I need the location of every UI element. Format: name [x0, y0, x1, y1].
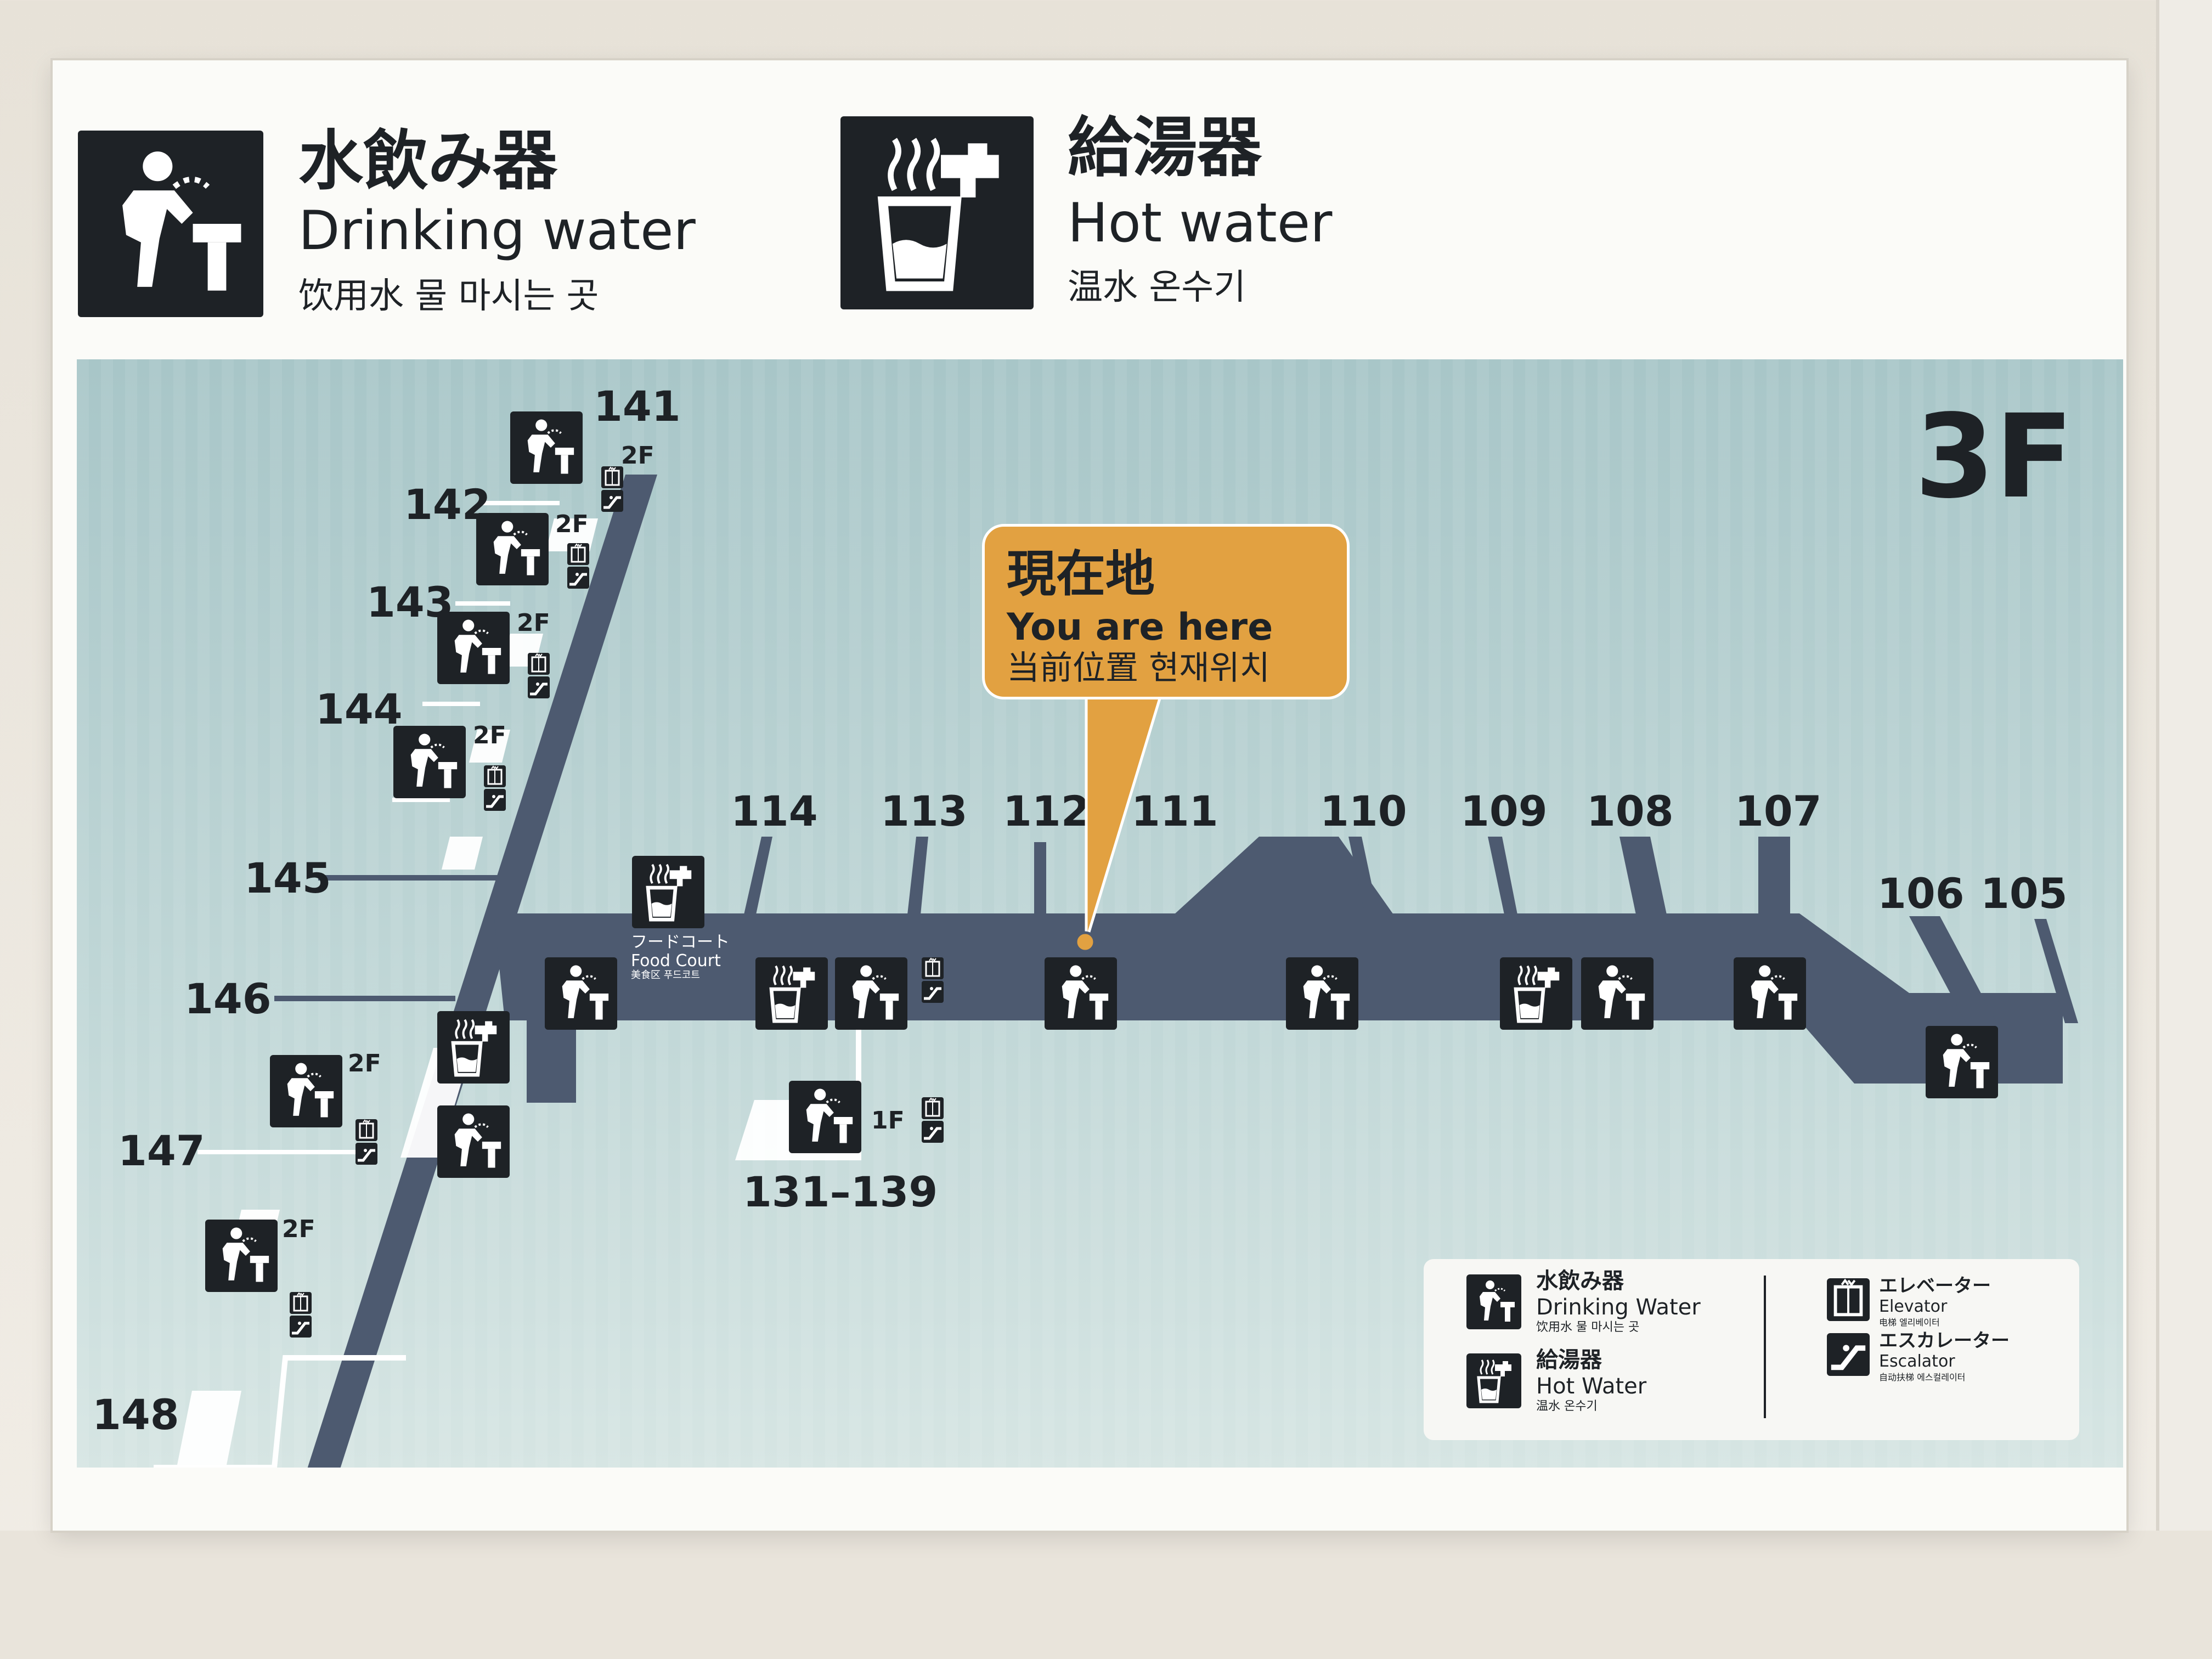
- drinking-fountain-icon: [1466, 1274, 1521, 1329]
- drinking-fountain-icon: [1286, 957, 1358, 1030]
- drinking-fountain-icon: [1581, 957, 1654, 1030]
- floor-tag-2f: 2F: [517, 609, 550, 637]
- escalator-icon: [528, 676, 550, 698]
- legend-hot-ja: 給湯器: [1536, 1347, 1602, 1373]
- drinking-fountain-icon: [393, 726, 466, 798]
- drinking-fountain-icon: [476, 513, 549, 585]
- you-are-here-en: You are here: [1007, 606, 1273, 649]
- floor-tag-2f: 2F: [282, 1215, 315, 1243]
- drinking-fountain-icon: [1045, 957, 1117, 1030]
- elevator-icon: [528, 653, 550, 675]
- escalator-icon: [601, 490, 623, 512]
- you-are-here-zhko: 当前位置 현재위치: [1007, 649, 1270, 687]
- gate-114: 114: [731, 787, 818, 836]
- corridor-layout: [154, 475, 2078, 1468]
- wall-bottom: [0, 1531, 2212, 1659]
- elevator-icon: [922, 957, 944, 979]
- elevator-icon: [1827, 1278, 1870, 1321]
- legend-escalator-en: Escalator: [1879, 1352, 1955, 1371]
- escalator-icon: [356, 1143, 377, 1165]
- header-drinking-ja: 水飲み器: [298, 123, 558, 199]
- legend-hot-zhko: 温水 온수기: [1536, 1400, 1598, 1413]
- gate-147: 147: [118, 1126, 205, 1175]
- drinking-fountain-icon: [437, 612, 510, 684]
- escalator-icon: [922, 1121, 944, 1143]
- gate-131-139: 131–139: [743, 1167, 938, 1216]
- floor-tag-2f: 2F: [555, 510, 589, 538]
- floor-label: 3F: [1915, 390, 2074, 524]
- elevator-icon: [567, 543, 589, 565]
- legend-drinking-ja: 水飲み器: [1536, 1268, 1624, 1294]
- gate-112: 112: [1003, 787, 1090, 836]
- gate-110: 110: [1320, 787, 1407, 836]
- hot-water-icon: [755, 957, 828, 1030]
- gate-144: 144: [315, 685, 403, 733]
- gate-111: 111: [1131, 787, 1218, 836]
- hot-water-icon: [1466, 1353, 1521, 1408]
- drinking-fountain-icon: [437, 1105, 510, 1178]
- elevator-icon: [290, 1292, 312, 1314]
- legend-hot-en: Hot Water: [1536, 1374, 1647, 1399]
- wall-right: [2156, 0, 2212, 1659]
- floor-tag-2f: 2F: [473, 721, 506, 749]
- header-hot-en: Hot water: [1068, 192, 1333, 255]
- drinking-fountain-icon: [1926, 1026, 1998, 1098]
- gate-107: 107: [1735, 787, 1822, 836]
- legend-elevator-ja: エレベーター: [1879, 1275, 1991, 1297]
- gate-148: 148: [92, 1390, 179, 1439]
- legend-elevator-zhko: 电梯 엘리베이터: [1879, 1317, 1940, 1328]
- elevator-icon: [601, 466, 623, 488]
- drinking-fountain-icon: [78, 131, 263, 317]
- hot-water-icon: [1500, 957, 1572, 1030]
- gate-109: 109: [1460, 787, 1548, 836]
- header-hot-zhko: 温水 온수기: [1068, 267, 1246, 308]
- floor-tag-1f: 1F: [871, 1107, 905, 1135]
- escalator-icon: [922, 981, 944, 1003]
- floor-tag-2f: 2F: [621, 442, 654, 470]
- escalator-icon: [484, 789, 506, 811]
- gate-146: 146: [184, 974, 272, 1023]
- legend-drinking-en: Drinking Water: [1536, 1295, 1701, 1320]
- you-are-here-ja: 現在地: [1007, 545, 1155, 603]
- header-drinking-zhko: 饮用水 물 마시는 곳: [298, 276, 599, 317]
- header-drinking-en: Drinking water: [298, 200, 696, 262]
- food-court-en: Food Court: [631, 951, 721, 970]
- hot-water-icon: [840, 116, 1034, 309]
- elevator-icon: [922, 1097, 944, 1119]
- drinking-fountain-icon: [205, 1220, 278, 1292]
- header-hot-ja: 給湯器: [1068, 110, 1262, 185]
- drinking-fountain-icon: [545, 957, 617, 1030]
- escalator-icon: [567, 567, 589, 589]
- drinking-fountain-icon: [270, 1055, 342, 1127]
- drinking-fountain-icon: [835, 957, 907, 1030]
- floor-tag-2f: 2F: [348, 1049, 381, 1077]
- elevator-icon: [484, 765, 506, 787]
- drinking-fountain-icon: [789, 1081, 861, 1153]
- legend-elevator-en: Elevator: [1879, 1297, 1948, 1316]
- legend-panel: 水飲み器 Drinking Water 饮用水 물 마시는 곳 給湯器 Hot …: [1424, 1259, 2079, 1440]
- food-court-zhko: 美食区 푸드코트: [631, 969, 700, 981]
- hot-water-icon: [437, 1011, 510, 1084]
- gate-105: 105: [1980, 869, 2068, 918]
- gate-113: 113: [881, 787, 968, 836]
- gate-145: 145: [244, 854, 331, 902]
- escalator-icon: [1827, 1333, 1870, 1376]
- legend-divider: [1764, 1276, 1766, 1418]
- legend-drinking-zhko: 饮用水 물 마시는 곳: [1536, 1321, 1640, 1334]
- floor-map: 3F 141 142 143 144 145 146 147 148 114 1…: [77, 359, 2123, 1468]
- you-are-here-callout: 現在地 You are here 当前位置 현재위치: [982, 524, 1350, 699]
- drinking-fountain-icon: [510, 411, 583, 484]
- food-court-ja: フードコート: [631, 933, 730, 952]
- escalator-icon: [290, 1316, 312, 1338]
- gate-106: 106: [1877, 869, 1965, 918]
- elevator-icon: [356, 1119, 377, 1141]
- hot-water-icon: [632, 856, 704, 928]
- legend-escalator-ja: エスカレーター: [1879, 1330, 2010, 1352]
- gate-108: 108: [1587, 787, 1674, 836]
- gate-141: 141: [594, 382, 681, 431]
- drinking-fountain-icon: [1734, 957, 1806, 1030]
- legend-escalator-zhko: 自动扶梯 에스컬레이터: [1879, 1372, 1966, 1383]
